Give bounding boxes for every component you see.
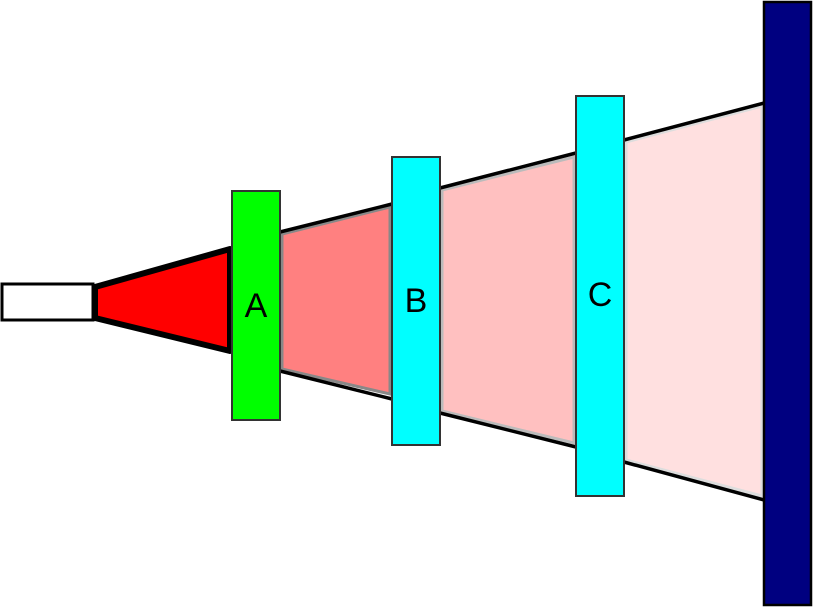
- beam-bottom-2: [439, 411, 577, 449]
- filter-b: [391, 156, 441, 446]
- filter-a: [231, 190, 281, 421]
- filter-a-label: A: [245, 287, 268, 325]
- filter-b-label: B: [405, 282, 428, 320]
- filter-c-label: C: [588, 276, 613, 314]
- beam-bottom-1: [279, 369, 393, 401]
- beam-top-3: [623, 101, 765, 142]
- region-1: [280, 205, 392, 396]
- beam-top-2: [439, 151, 577, 190]
- filter-c: [575, 95, 625, 497]
- source-box: [0, 282, 95, 322]
- beam-bottom-3: [623, 460, 765, 502]
- red-cone: [92, 246, 233, 354]
- beam-top-1: [279, 202, 393, 234]
- region-2: [440, 155, 576, 445]
- region-3: [624, 104, 764, 498]
- screen: [762, 0, 813, 607]
- beam-edges: [279, 101, 765, 502]
